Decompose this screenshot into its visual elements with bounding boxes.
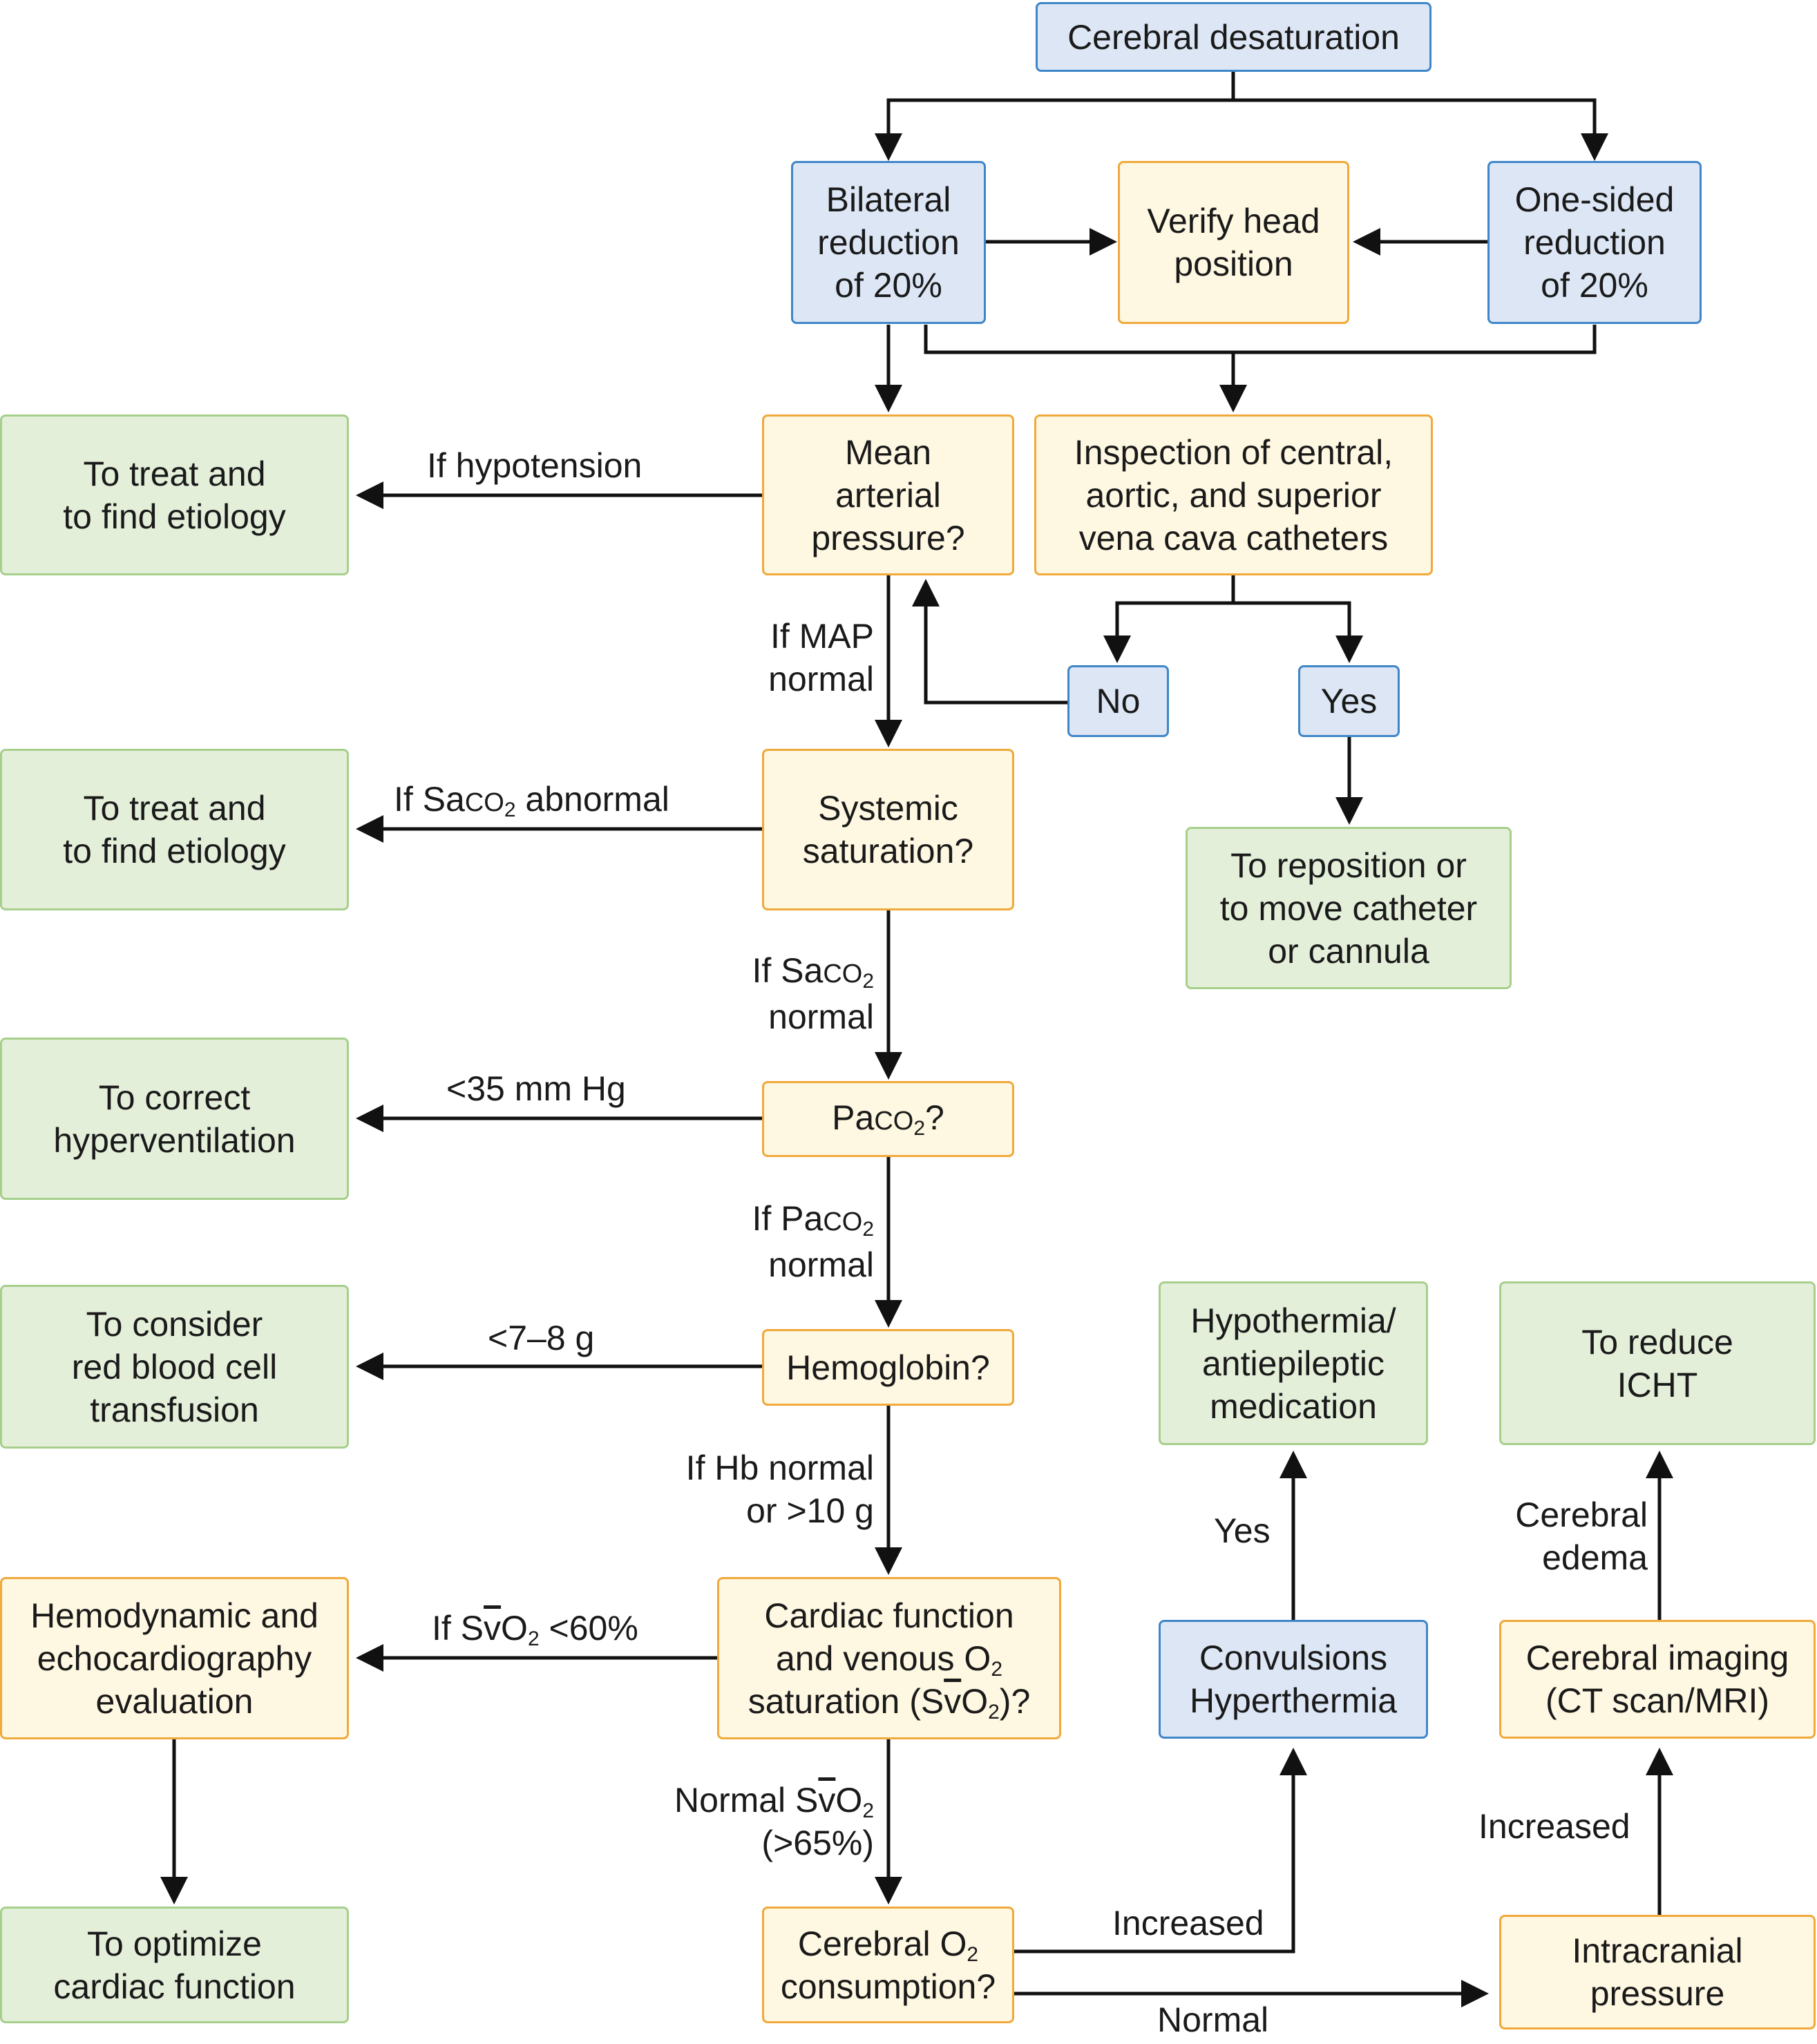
label-normal-2: Normal: [1157, 2000, 1269, 2039]
arrow-to-bilateral: [875, 72, 1235, 161]
label-if-saco2-normal: If SaCO2 normal: [752, 951, 874, 1036]
arrow-inspection-to-yes: [1233, 601, 1363, 663]
node-inspection-catheters: Inspection of central,aortic, and superi…: [1034, 414, 1433, 575]
node-cerebral-imaging: Cerebral imaging(CT scan/MRI): [1499, 1620, 1816, 1739]
node-paco2: PaCO2?: [762, 1081, 1014, 1157]
label-yes-2: Yes: [1214, 1511, 1271, 1550]
label-lt7-8g: <7–8 g: [488, 1319, 595, 1357]
label-increased-1: Increased: [1112, 1904, 1264, 1942]
label-normal-svo2: Normal SvO2 (>65%): [674, 1781, 874, 1862]
arrow-increased-to-convulsions: [1014, 1748, 1307, 1954]
label-if-svo2-lt60: If SvO2 <60%: [432, 1609, 638, 1650]
arrow-to-one-sided: [1233, 98, 1608, 161]
node-cardiac-function: Cardiac function and venous O2 saturatio…: [717, 1577, 1061, 1739]
label-if-saco2-abnormal: If SaCO2 abnormal: [394, 780, 669, 821]
node-cerebral-o2-consumption: Cerebral O2 consumption?: [762, 1907, 1014, 2023]
label-increased-2: Increased: [1478, 1807, 1630, 1846]
label-if-paco2-normal: If PaCO2 normal: [752, 1199, 874, 1284]
label-lt35-mmhg: <35 mm Hg: [446, 1069, 626, 1108]
node-no: No: [1067, 665, 1169, 737]
node-yes: Yes: [1298, 665, 1400, 737]
node-cerebral-desaturation: Cerebral desaturation: [1036, 2, 1431, 72]
arrow-no-to-map: [912, 579, 1067, 705]
label-if-hypotension: If hypotension: [427, 446, 643, 485]
node-hemoglobin: Hemoglobin?: [762, 1329, 1014, 1406]
arrow-to-inspection: [924, 325, 1597, 409]
arrow-inspection-split: [1103, 573, 1235, 663]
